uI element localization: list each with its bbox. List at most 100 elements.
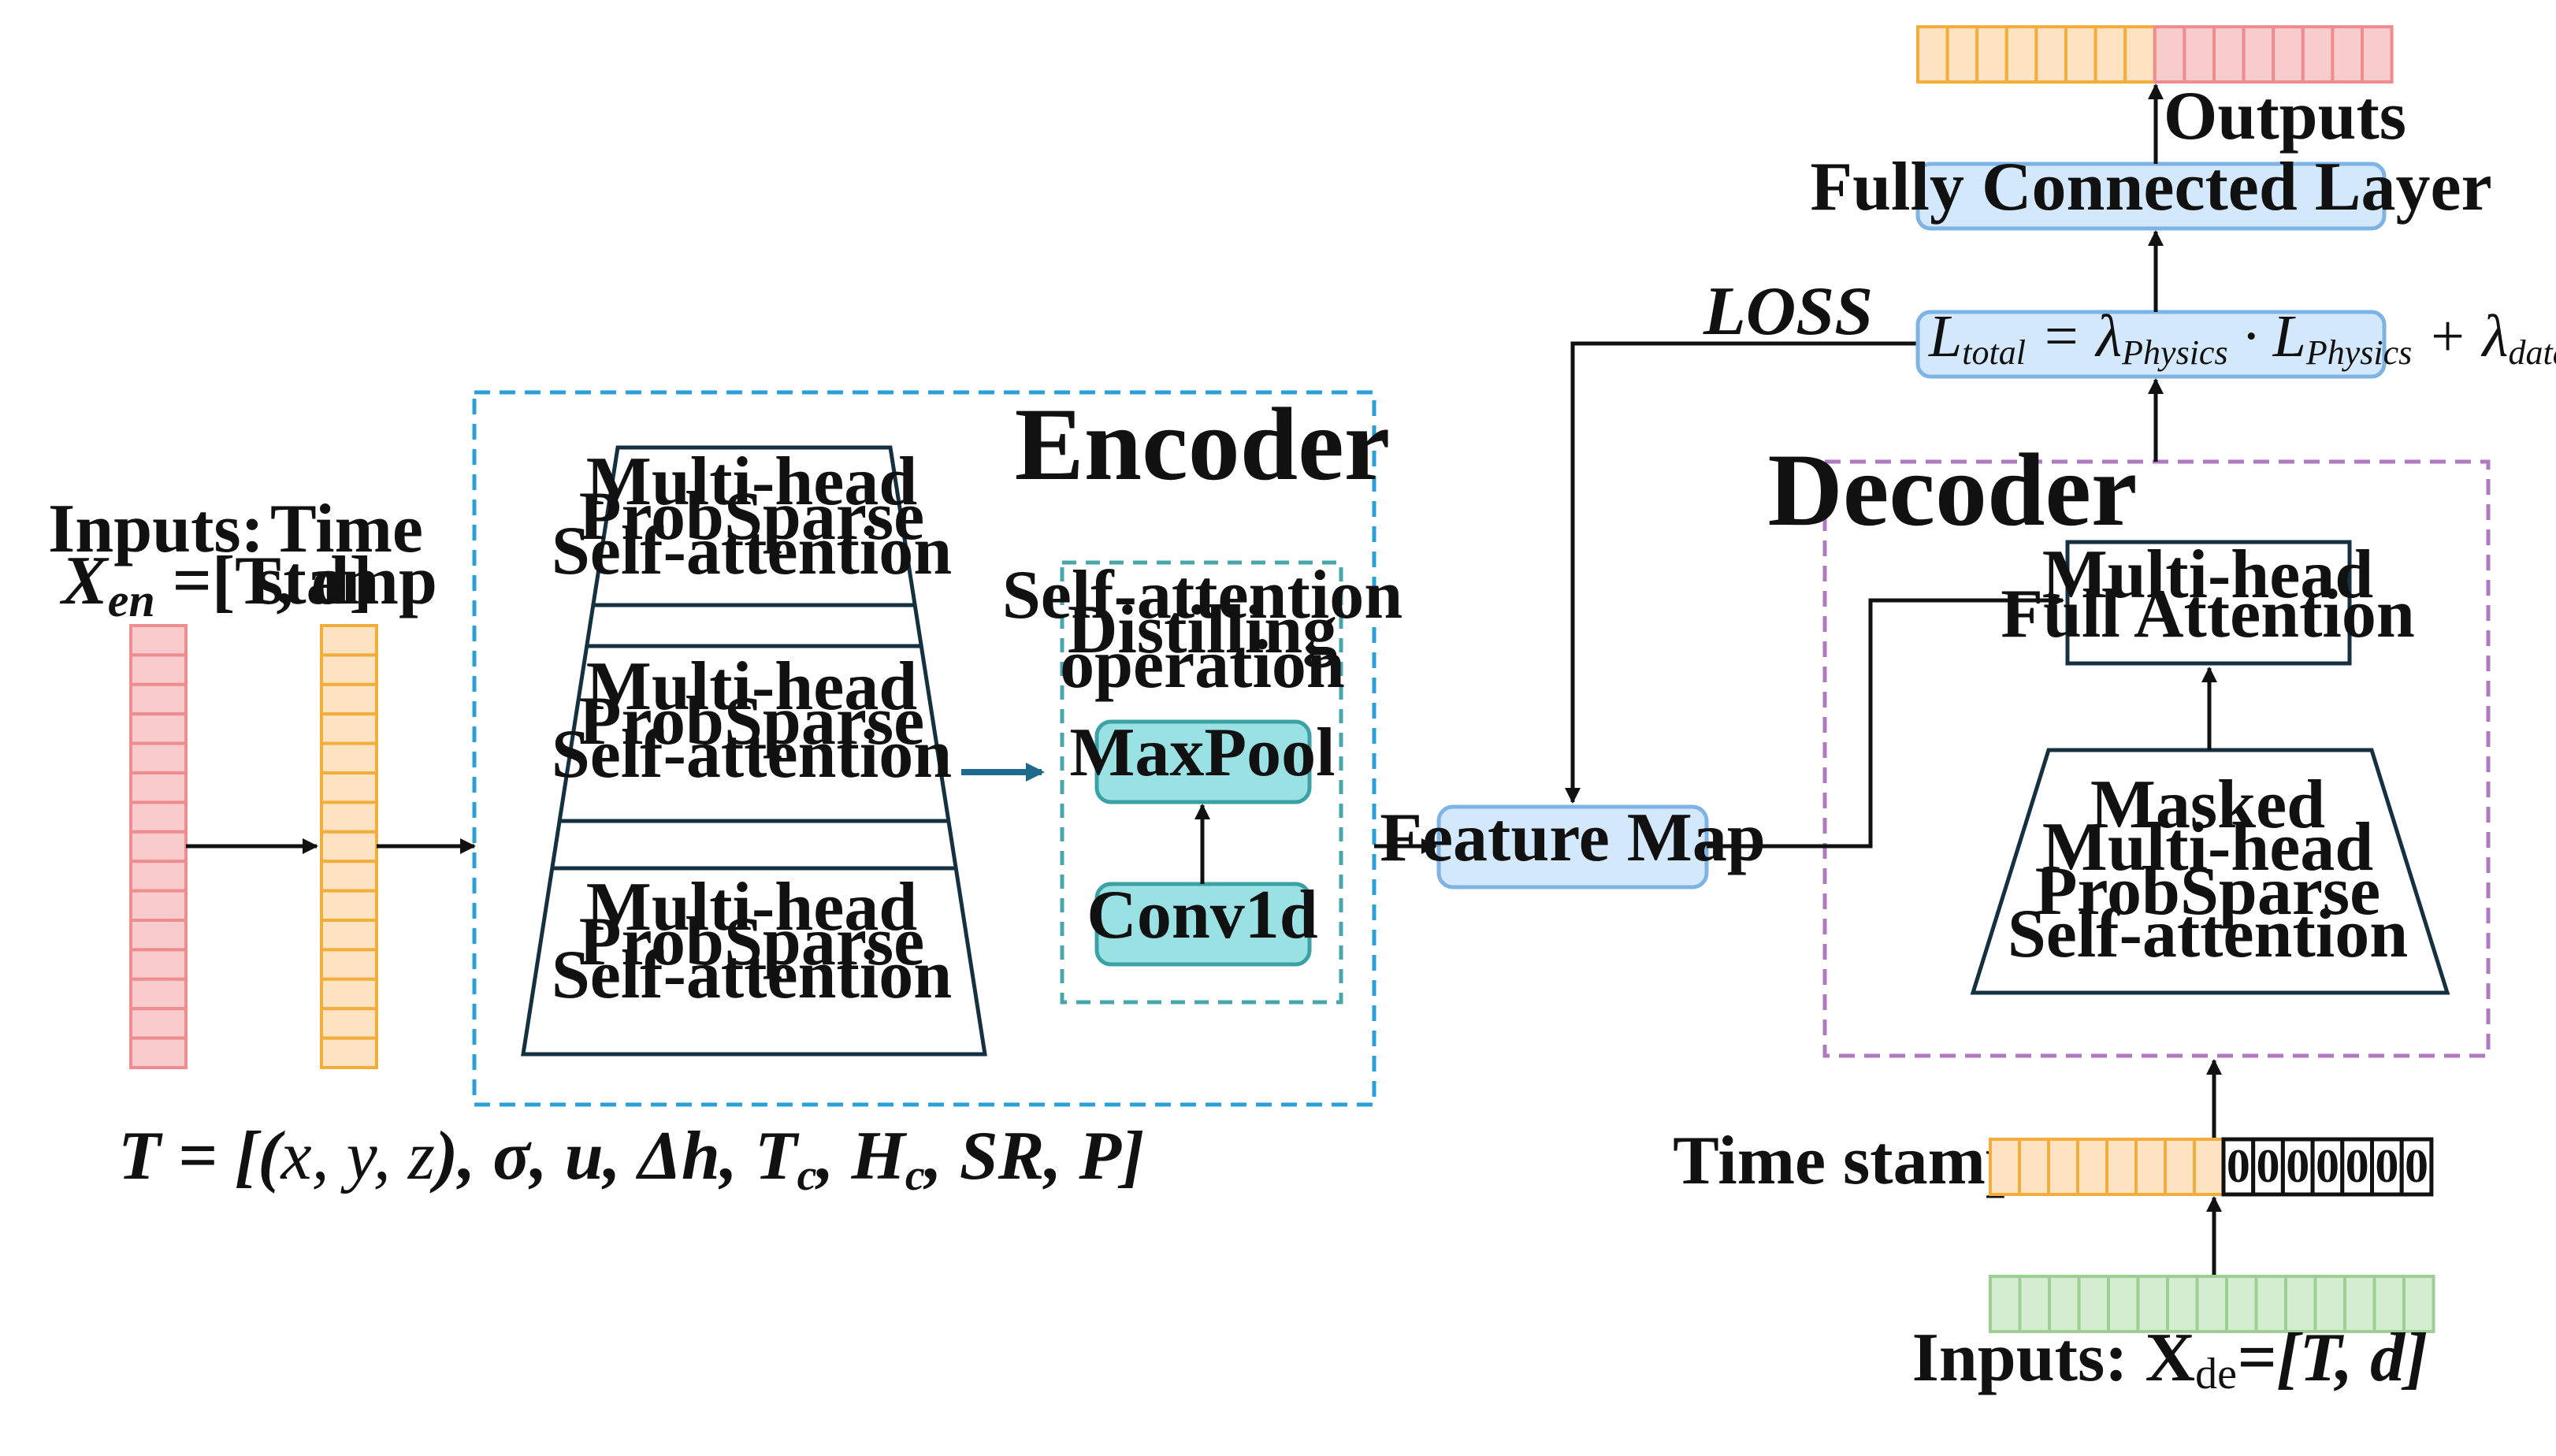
svg-text:ProbSparse: ProbSparse [579,478,924,555]
arrow-loss-to-feature-map [1565,341,1918,804]
output-known-cell [2093,25,2127,84]
masked-attention-trapezoid [1970,748,2450,995]
input-cell [129,712,188,745]
timestamp-cell [320,771,378,804]
timestamp-cell [320,919,378,952]
input-cell [129,800,188,834]
output-predicted-cell [2212,25,2246,84]
zero-cell-value: 0 [2375,1140,2398,1192]
svg-text:stamp: stamp [256,543,437,619]
encoder-block-3: Multi-head ProbSparse Self-attention [552,869,952,1013]
encoder-block-1: Multi-head ProbSparse Self-attention [552,444,952,589]
svg-text:Distilling: Distilling [1068,592,1337,668]
decoder-input-cell [2284,1275,2317,1333]
timestamp-cell [320,830,378,864]
full-attention-label-1: Multi-head [2042,537,2373,613]
output-predicted-cell [2183,25,2216,84]
decoder-input-cell [2195,1275,2228,1333]
decoder-inputs-label: Inputs: Xde=[T, d] [1912,1320,2428,1398]
svg-text:Masked: Masked [2090,767,2325,843]
svg-text:ProbSparse: ProbSparse [2035,853,2380,930]
zero-cell-value: 0 [2346,1140,2369,1192]
feature-map-label: Feature Map [1380,800,1766,876]
decoder-input-cell [2343,1275,2376,1333]
inputs-xen: Xen =[T, d] [59,543,373,626]
input-cell [129,1036,188,1069]
fully-connected-box [1915,162,2387,231]
maxpool-label: MaxPool [1069,715,1335,791]
maxpool-box [1094,719,1312,804]
timestamp-cell [320,889,378,922]
timestamp-cell [320,653,378,686]
input-cell [129,653,188,686]
timestamp-cell [320,682,378,716]
encoder-title: Encoder [1015,386,1391,502]
zero-cell-value: 0 [2316,1140,2339,1192]
decoder-timestamp-cell [2018,1138,2050,1196]
timestamp-cell [320,800,378,834]
input-cell [129,682,188,716]
output-known-cell [2034,25,2067,84]
output-known-cell [1975,25,2008,84]
zero-cell [2251,1137,2285,1197]
input-cell [129,919,188,952]
svg-text:operation: operation [1060,626,1345,703]
svg-text:Multi-head: Multi-head [586,869,917,945]
arrow-feature-map-to-full-attention [1707,592,2064,849]
fully-connected-label: Fully Connected Layer [1810,149,2491,225]
decoder-timestamp-cell [2105,1138,2138,1196]
masked-attention-label: Masked Multi-head ProbSparse Self-attent… [2008,767,2408,972]
timestamp-cell [320,712,378,745]
decoder-time-stamp-vector [1989,1138,2225,1196]
zero-cell-value: 0 [2227,1140,2250,1192]
input-cell [129,624,188,657]
output-predicted-cell [2361,25,2394,84]
input-cell [129,860,188,893]
t-definition: T = [(x, y, z), σ, u, Δh, Tc, Hc, SR, P] [118,1118,1144,1200]
output-predicted-cell [2153,25,2186,84]
svg-text:Self-attention: Self-attention [2008,896,2408,972]
time-stamp-label: Time stamp [256,491,437,619]
inputs-title: Inputs: [48,491,264,567]
svg-text:Time: Time [270,491,423,567]
decoder-title: Decoder [1767,432,2137,548]
decoder-timestamp-cell [2134,1138,2167,1196]
zero-cell [2310,1137,2345,1197]
input-cell [129,741,188,774]
decoder-input-cell [2107,1275,2140,1333]
loss-label: LOSS [1703,273,1873,350]
loss-equation: Ltotal = λPhysics · LPhysics + λdata · L… [1928,303,2556,372]
decoder-input-cell [2077,1275,2110,1333]
distilling-frame [1060,560,1343,1005]
decoder-input-cell [2225,1275,2258,1333]
zero-cell-value: 0 [2286,1140,2309,1192]
encoder-block-2: Multi-head ProbSparse Self-attention [552,648,952,793]
svg-text:ProbSparse: ProbSparse [579,904,924,980]
input-cell [129,948,188,981]
decoder-timestamp-cell [2076,1138,2108,1196]
outputs-label: Outputs [2164,78,2406,154]
zero-cell-value: 0 [2405,1140,2428,1192]
timestamp-cell [320,741,378,774]
time-stamp-vector [320,624,378,1069]
output-known-cell [2064,25,2097,84]
decoder-timestamp-cell [2164,1138,2196,1196]
encoder-inputs-label: Inputs: Xen =[T, d] [48,491,373,626]
input-cell [129,830,188,864]
output-known-cell [2004,25,2038,84]
output-predicted-cell [2301,25,2335,84]
output-known-cell [2123,25,2157,84]
input-cell [129,889,188,922]
decoder-input-cell [2136,1275,2169,1333]
zero-cell [2399,1137,2434,1197]
decoder-timestamp-cell [1989,1138,2021,1196]
input-cell [129,771,188,804]
input-cell [129,1007,188,1040]
output-known-cell [1945,25,1979,84]
conv1d-label: Conv1d [1087,877,1317,953]
encoder-attention-stack: Multi-head ProbSparse Self-attention Mul… [521,444,987,1057]
full-attention-box [2065,540,2352,666]
timestamp-cell [320,1007,378,1040]
timestamp-cell [320,1036,378,1069]
